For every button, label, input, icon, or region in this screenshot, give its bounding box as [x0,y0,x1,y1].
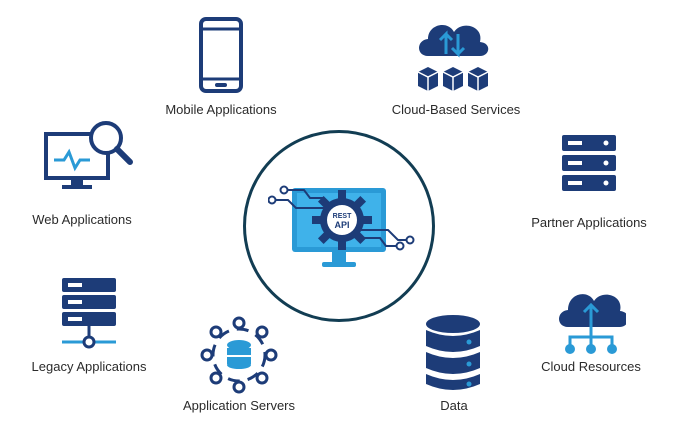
label-data: Data [440,398,468,413]
rest-badge-line1: REST [333,213,352,220]
monitor-search-icon [44,121,133,189]
cloud-sync-icon [417,24,489,91]
label-partner-applications: Partner Applications [531,215,647,230]
mobile-phone-icon [199,17,243,93]
label-cloud-based-services: Cloud-Based Services [391,102,521,117]
label-web-applications: Web Applications [32,212,132,227]
database-icon [426,315,480,390]
label-cloud-resources: Cloud Resources [541,359,641,374]
rest-badge-line2: API [334,220,349,230]
label-mobile-applications: Mobile Applications [165,102,277,117]
label-legacy-applications: Legacy Applications [31,359,147,374]
server-network-icon [62,278,116,349]
cloud-network-icon [559,294,626,354]
server-rack-icon [562,135,616,191]
label-application-servers: Application Servers [183,398,295,413]
database-network-icon [200,316,278,394]
rest-api-icon: REST API [268,185,415,267]
